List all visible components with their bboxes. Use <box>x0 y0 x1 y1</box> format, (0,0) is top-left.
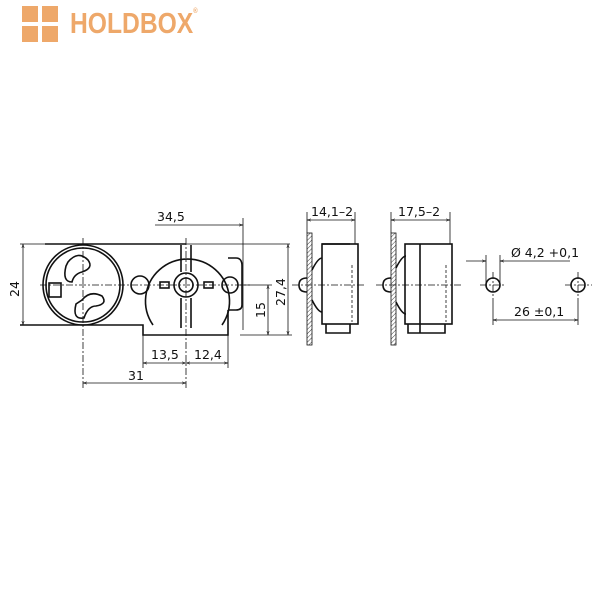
mounting-holes: Ø 4,2 +0,1 26 ±0,1 <box>466 245 592 325</box>
dim-hole-spacing: 26 ±0,1 <box>514 304 564 319</box>
side-view-2: 17,5–2 <box>376 204 462 346</box>
dim-hole-diameter: Ø 4,2 +0,1 <box>511 245 579 260</box>
dim-12-4: 12,4 <box>194 347 222 362</box>
dim-34-5: 34,5 <box>157 209 185 224</box>
dim-17-5: 17,5–2 <box>398 204 440 219</box>
holdbox-logo: HOLDBOX® <box>22 6 220 42</box>
dim-24: 24 <box>7 281 22 297</box>
dim-27-4: 27,4 <box>273 278 288 306</box>
front-view: 34,5 24 27,4 15 13,5 12,4 31 <box>7 209 292 388</box>
brand-name: HOLDBOX® <box>70 7 198 40</box>
dim-31: 31 <box>128 368 144 383</box>
dim-14-1: 14,1–2 <box>311 204 353 219</box>
dim-13-5: 13,5 <box>151 347 179 362</box>
dim-15: 15 <box>253 302 268 318</box>
logo-squares-icon <box>22 6 58 42</box>
side-view-1: 14,1–2 <box>292 204 365 346</box>
